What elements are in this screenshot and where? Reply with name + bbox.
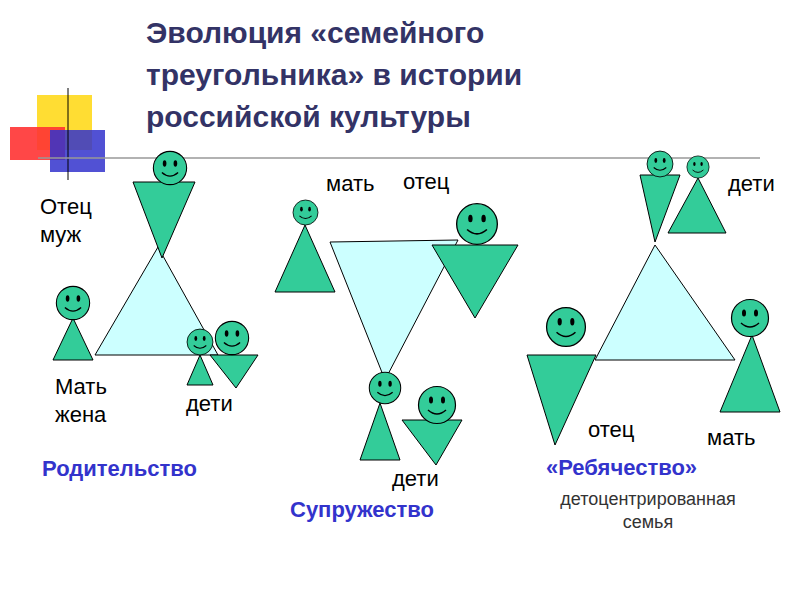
- face: [457, 204, 498, 245]
- face: [419, 387, 456, 424]
- face: [153, 151, 186, 184]
- stage-heading: «Ребячество»: [546, 454, 697, 482]
- role-label: отец: [403, 168, 449, 196]
- face: [215, 321, 248, 354]
- face: [547, 308, 586, 347]
- face: [293, 200, 318, 225]
- role-label: дети: [186, 390, 233, 418]
- face: [647, 151, 673, 177]
- role-label: дети: [392, 465, 439, 493]
- face: [369, 372, 400, 403]
- decor-square: [50, 130, 105, 172]
- role-label: дети: [728, 170, 775, 198]
- diagram-childhood: [527, 175, 780, 445]
- stage-heading: Родительство: [42, 455, 197, 483]
- role-label: отец: [588, 416, 634, 444]
- face: [732, 300, 769, 337]
- stage-heading: Супружество: [290, 496, 434, 524]
- title: Эволюция «семейного треугольника» в исто…: [146, 12, 686, 138]
- diagram-marriage: [275, 225, 518, 465]
- stage-description: детоцентрированная семья: [553, 488, 743, 533]
- role-label: Мать жена: [55, 373, 135, 428]
- role-label: Отец муж: [40, 193, 110, 248]
- role-label: мать: [707, 424, 755, 452]
- decor-line: [68, 88, 69, 180]
- face: [687, 156, 709, 178]
- role-label: мать: [326, 170, 374, 198]
- face: [187, 329, 213, 355]
- face: [56, 286, 89, 319]
